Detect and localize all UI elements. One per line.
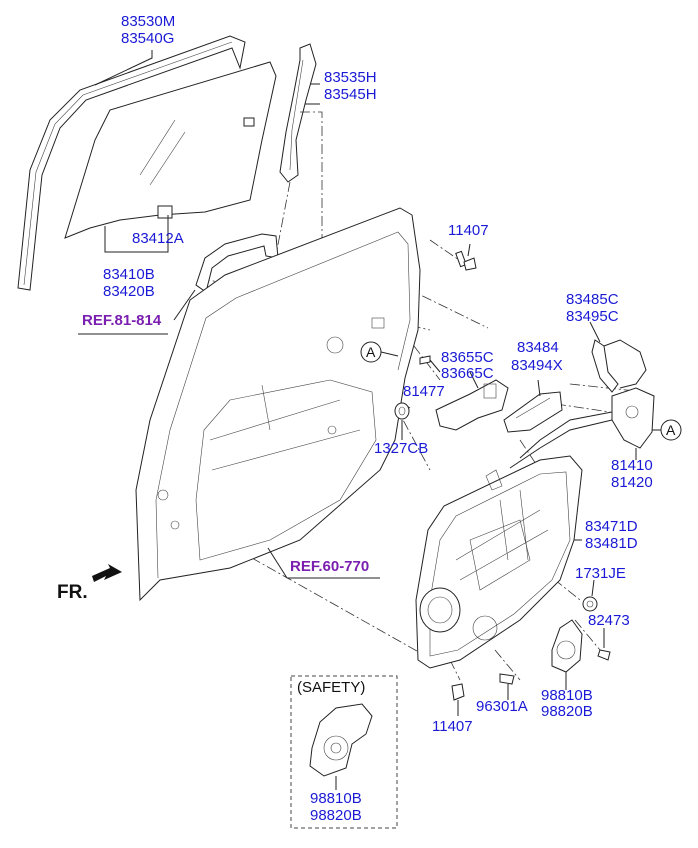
label-98820b-safety: 98820B xyxy=(310,807,362,824)
label-83530m: 83530M xyxy=(121,13,176,30)
label-83655c: 83655C xyxy=(441,349,494,366)
ref-60-770[interactable]: REF.60-770 xyxy=(290,558,370,575)
label-83484: 83484 xyxy=(517,339,559,356)
label-83545h: 83545H xyxy=(324,86,377,103)
latch-cable xyxy=(589,321,647,393)
bolt-bottom xyxy=(451,683,465,716)
label-83494x: 83494X xyxy=(511,357,563,374)
direction-label: FR. xyxy=(57,582,88,603)
label-83485c: 83485C xyxy=(566,291,619,308)
label-83471d: 83471D xyxy=(585,518,638,535)
label-98810b: 98810B xyxy=(541,687,593,704)
door-inner-panel xyxy=(135,207,421,602)
label-1327cb: 1327CB xyxy=(374,440,429,457)
safety-motor xyxy=(309,703,373,790)
label-81410: 81410 xyxy=(611,457,653,474)
label-83535h: 83535H xyxy=(324,69,377,86)
label-83410b: 83410B xyxy=(103,266,155,283)
window-run-channel xyxy=(17,35,246,291)
label-83495c: 83495C xyxy=(566,308,619,325)
inside-handle-cover xyxy=(503,379,563,433)
door-latch xyxy=(509,387,655,469)
center-channel xyxy=(279,43,317,183)
fr-arrow xyxy=(92,564,122,582)
label-83412a: 83412A xyxy=(132,230,184,247)
label-98820b: 98820B xyxy=(541,703,593,720)
label-81477: 81477 xyxy=(403,383,445,400)
inside-handle xyxy=(435,371,509,431)
marker-a-left: A xyxy=(366,344,376,360)
label-11407-top: 11407 xyxy=(448,222,489,239)
washer xyxy=(582,579,598,612)
label-82473: 82473 xyxy=(588,612,630,629)
label-98810b-safety: 98810B xyxy=(310,790,362,807)
label-83665c: 83665C xyxy=(441,365,494,382)
module-panel xyxy=(415,455,583,669)
label-96301a: 96301A xyxy=(476,698,528,715)
label-83481d: 83481D xyxy=(585,535,638,552)
label-11407-bottom: 11407 xyxy=(432,718,473,735)
label-1731je: 1731JE xyxy=(575,565,626,582)
label-81420: 81420 xyxy=(611,474,653,491)
screw-81477 xyxy=(419,355,441,373)
label-83420b: 83420B xyxy=(103,283,155,300)
bolt-top xyxy=(455,243,477,271)
screw-96301a xyxy=(499,673,515,700)
safety-title: (SAFETY) xyxy=(297,679,366,696)
door-glass xyxy=(64,61,277,239)
ref-81-814[interactable]: REF.81-814 xyxy=(82,312,162,329)
grommet xyxy=(394,402,410,440)
window-motor xyxy=(551,619,583,690)
marker-a-right: A xyxy=(666,422,676,438)
screw-82473 xyxy=(597,628,611,661)
label-83540g: 83540G xyxy=(121,30,175,47)
